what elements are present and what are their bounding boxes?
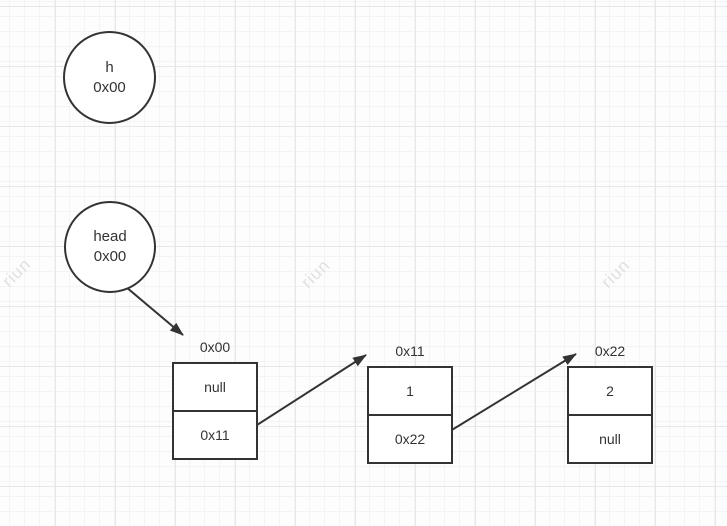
node-next-pointer-cell: 0x11 <box>174 410 256 458</box>
list-node-0x22: 0x22 2 null <box>567 343 653 464</box>
watermark-text: riun <box>597 255 634 292</box>
node-value-cell: 2 <box>606 383 614 399</box>
variable-address: 0x00 <box>93 248 127 265</box>
watermark-text: riun <box>297 255 334 292</box>
watermark-text: riun <box>0 254 35 291</box>
list-node-0x00: 0x00 null 0x11 <box>172 339 258 460</box>
node-value-cell: 1 <box>406 383 414 399</box>
node-box: 1 0x22 <box>367 366 453 464</box>
node-value-cell: null <box>204 379 226 395</box>
variable-node-h: h 0x00 <box>63 31 156 124</box>
node-next-pointer-cell: 0x22 <box>369 414 451 462</box>
node-address-label: 0x00 <box>199 339 231 355</box>
arrow-node-0x11-to-node-0x22 <box>441 353 577 437</box>
node-next-pointer-cell: null <box>569 414 651 462</box>
arrow-node-0x00-to-node-0x11 <box>242 354 367 435</box>
node-box: 2 null <box>567 366 653 464</box>
variable-name: h <box>105 58 114 76</box>
node-address-label: 0x11 <box>395 343 425 359</box>
list-node-0x11: 0x11 1 0x22 <box>367 343 453 464</box>
variable-address: 0x00 <box>93 78 126 96</box>
node-box: null 0x11 <box>172 362 258 460</box>
variable-name: head <box>93 228 127 245</box>
variable-node-head: head 0x00 <box>64 201 156 293</box>
node-address-label: 0x22 <box>594 343 626 359</box>
